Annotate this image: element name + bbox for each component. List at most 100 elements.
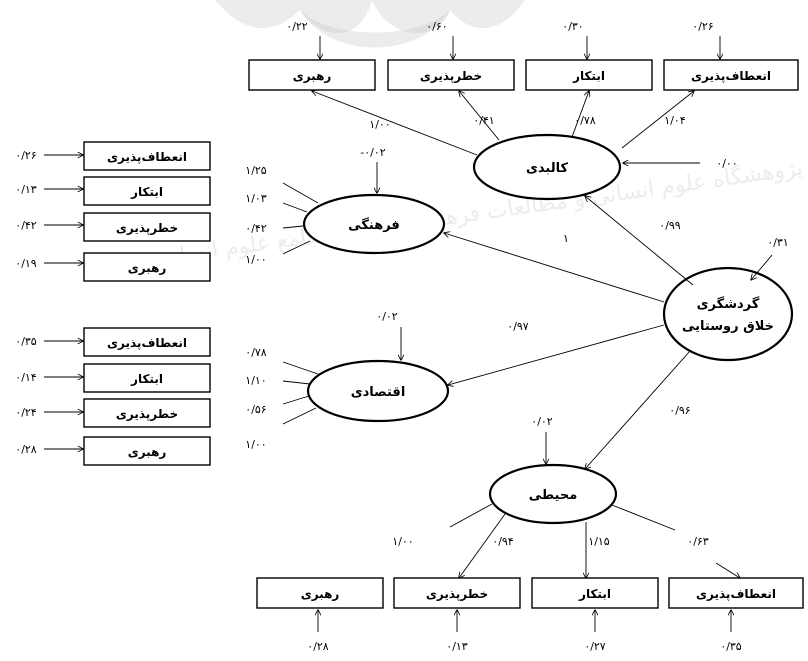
- error-cultural-leadership: ۰/۱۹: [15, 257, 37, 270]
- loading-environmental-risk-taking: ۰/۹۴: [492, 535, 514, 548]
- tourism-disturbance-arrow: [751, 254, 773, 280]
- loading-cultural-flexibility: ۱/۲۵: [245, 164, 267, 177]
- loading-environmental-flexibility: ۰/۶۳: [687, 535, 709, 548]
- cultural-disturbance: -۰/۰۲: [360, 146, 385, 159]
- economic-disturbance: ۰/۰۲: [376, 310, 398, 323]
- error-cultural-risk-taking: ۰/۴۲: [15, 219, 37, 232]
- environmental-disturbance: ۰/۰۲: [531, 415, 553, 428]
- error-economic-leadership: ۰/۲۸: [15, 443, 37, 456]
- construct-environmental: [488, 463, 618, 525]
- loading-physical-risk-taking: ۰/۴۱: [473, 114, 494, 127]
- error-cultural-innovation: ۰/۱۳: [15, 183, 37, 196]
- loading-cultural-risk-taking: ۰/۴۲: [245, 222, 267, 235]
- loading-physical-flexibility: ۱/۰۴: [664, 114, 686, 127]
- path-to-cultural: [444, 233, 665, 303]
- indicator-label-risk-taking-cultural: خطرپذیری: [116, 221, 178, 235]
- indicator-label-innovation-cultural: ابتکار: [130, 185, 163, 199]
- indicator-label-flexibility-environmental: انعطاف‌پذیری: [696, 587, 776, 601]
- indicator-label-leadership-cultural: رهبری: [128, 261, 167, 275]
- indicator-label-leadership-economic: رهبری: [128, 445, 167, 459]
- structural-paths: ۰/۹۹ ۱ ۰/۹۷ ۰/۹۶: [444, 196, 694, 469]
- economic-loading-lines: ۰/۷۸ ۱/۱۰ ۰/۵۶ ۱/۰۰: [245, 346, 319, 451]
- construct-tourism-label-line1: گردشگری: [697, 296, 760, 312]
- error-physical-risk-taking: ۰/۶۰: [426, 20, 447, 33]
- path-to-environmental: [585, 350, 691, 469]
- error-physical-innovation: ۰/۳۰: [562, 20, 583, 33]
- error-environmental-flexibility: ۰/۳۵: [720, 640, 742, 653]
- path-value-environmental: ۰/۹۶: [669, 404, 690, 417]
- environmental-error-arrows: ۰/۲۸ ۰/۱۳ ۰/۲۷ ۰/۳۵: [307, 610, 742, 653]
- indicator-label-innovation-physical: ابتکار: [572, 69, 605, 83]
- physical-error-arrows: ۰/۲۲ ۰/۶۰ ۰/۳۰ ۰/۲۶: [286, 20, 720, 59]
- indicator-box-flexibility-physical: [663, 59, 799, 91]
- construct-physical: [472, 133, 622, 201]
- indicator-label-leadership-physical: رهبری: [293, 69, 332, 83]
- indicator-box-flexibility-environmental: [668, 577, 804, 609]
- construct-cultural: [302, 193, 446, 255]
- error-cultural-flexibility: ۰/۲۶: [15, 149, 36, 162]
- error-economic-flexibility: ۰/۳۵: [15, 335, 37, 348]
- loading-cultural-innovation: ۱/۰۳: [245, 192, 267, 205]
- physical-disturbance: ۰/۰۰: [716, 157, 737, 170]
- indicator-label-innovation-economic: ابتکار: [130, 372, 163, 386]
- indicator-label-risk-taking-economic: خطرپذیری: [116, 407, 178, 421]
- indicator-box-innovation-environmental: [531, 577, 659, 609]
- construct-economic-label: اقتصادی: [351, 385, 406, 400]
- construct-physical-label: کالبدی: [526, 161, 568, 176]
- environmental-indicators: رهبری خطرپذیری ابتکار انعطاف‌پذیری: [256, 577, 804, 609]
- indicator-box-innovation-physical: [525, 59, 653, 91]
- loading-economic-leadership: ۱/۰۰: [245, 438, 266, 451]
- economic-indicators: انعطاف‌پذیری ابتکار خطرپذیری رهبری: [83, 327, 211, 466]
- indicator-box-innovation-economic: [83, 363, 211, 393]
- construct-environmental-label: محیطی: [529, 488, 578, 503]
- indicator-box-risk-taking-cultural: [83, 212, 211, 242]
- error-environmental-innovation: ۰/۲۷: [584, 640, 606, 653]
- error-economic-innovation: ۰/۱۴: [15, 371, 37, 384]
- error-physical-leadership: ۰/۲۲: [286, 20, 308, 33]
- loading-environmental-innovation: ۱/۱۵: [588, 535, 610, 548]
- cultural-loading-lines: ۱/۲۵ ۱/۰۳ ۰/۴۲ ۱/۰۰: [245, 164, 319, 266]
- indicator-box-leadership-cultural: [83, 252, 211, 282]
- path-value-economic: ۰/۹۷: [507, 320, 529, 333]
- indicator-box-leadership-physical: [248, 59, 376, 91]
- loading-economic-risk-taking: ۰/۵۶: [245, 403, 266, 416]
- error-environmental-risk-taking: ۰/۱۳: [446, 640, 468, 653]
- indicator-box-risk-taking-environmental: [393, 577, 521, 609]
- path-value-physical: ۰/۹۹: [659, 219, 681, 232]
- path-value-cultural: ۱: [563, 232, 569, 245]
- indicator-label-risk-taking-physical: خطرپذیری: [420, 69, 482, 83]
- indicator-label-risk-taking-environmental: خطرپذیری: [426, 587, 488, 601]
- construct-tourism-label-line2: خلاق روستایی: [682, 319, 774, 334]
- indicator-label-innovation-environmental: ابتکار: [578, 587, 611, 601]
- indicator-box-risk-taking-physical: [387, 59, 515, 91]
- loading-physical-innovation: ۰/۷۸: [574, 114, 596, 127]
- error-physical-flexibility: ۰/۲۶: [692, 20, 713, 33]
- error-environmental-leadership: ۰/۲۸: [307, 640, 329, 653]
- indicator-label-flexibility-economic: انعطاف‌پذیری: [107, 336, 187, 350]
- loading-economic-innovation: ۱/۱۰: [245, 374, 266, 387]
- loading-cultural-leadership: ۱/۰۰: [245, 253, 266, 266]
- error-economic-risk-taking: ۰/۲۴: [15, 406, 37, 419]
- construct-economic: [306, 359, 450, 423]
- path-to-physical: [585, 196, 694, 286]
- loading-environmental-leadership: ۱/۰۰: [392, 535, 413, 548]
- indicator-box-leadership-economic: [83, 436, 211, 466]
- construct-cultural-label: فرهنگی: [348, 217, 400, 233]
- physical-indicators: رهبری خطرپذیری ابتکار انعطاف‌پذیری: [248, 59, 799, 91]
- loading-economic-flexibility: ۰/۷۸: [245, 346, 267, 359]
- indicator-box-risk-taking-economic: [83, 398, 211, 428]
- indicator-label-flexibility-cultural: انعطاف‌پذیری: [107, 150, 187, 164]
- watermark-logo: [215, 0, 525, 48]
- cultural-error-arrows: ۰/۲۶ ۰/۱۳ ۰/۴۲ ۰/۱۹: [15, 149, 83, 270]
- indicator-label-leadership-environmental: رهبری: [301, 587, 340, 601]
- indicator-box-flexibility-economic: [83, 327, 211, 357]
- loading-physical-leadership: ۱/۰۰: [369, 118, 390, 131]
- indicator-box-innovation-cultural: [83, 176, 211, 206]
- cultural-indicators: انعطاف‌پذیری ابتکار خطرپذیری رهبری: [83, 141, 211, 282]
- tourism-disturbance: ۰/۳۱: [767, 236, 788, 249]
- environmental-loading-lines: ۱/۰۰ ۰/۹۴ ۱/۱۵ ۰/۶۳: [392, 503, 740, 578]
- indicator-box-flexibility-cultural: [83, 141, 211, 171]
- indicator-box-leadership-environmental: [256, 577, 384, 609]
